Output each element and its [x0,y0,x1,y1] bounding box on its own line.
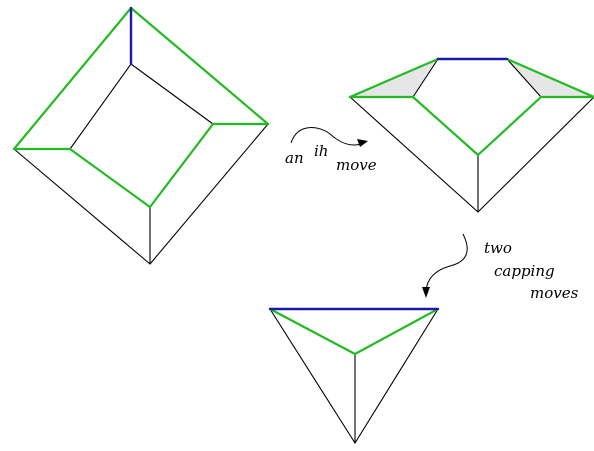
label-capping: capping [494,262,555,280]
edge-black [13,148,151,265]
edge-black [349,96,479,213]
edge-black [412,58,439,98]
figure-square [12,6,270,265]
edge-black [69,63,132,150]
figure-triangle [268,307,440,444]
edge-green [148,122,215,209]
label-move: move [336,156,377,174]
edge-green [348,57,440,99]
edge-green [476,95,543,157]
edge-black [269,308,356,444]
edge-green [411,95,480,157]
arrow-head-icon [422,287,430,298]
figure-pentagon [348,57,594,213]
edge-green [129,6,270,126]
curved-arrow [425,233,468,292]
edge-green [68,147,152,209]
label-two: two [484,239,512,257]
edge-green [505,57,594,99]
edge-black [477,96,594,213]
edge-black [130,63,214,125]
edge-green [268,307,357,356]
label-moves: moves [530,284,579,302]
edge-black [506,58,542,98]
label-ih: ih [314,142,328,160]
arrow-head-icon [357,139,368,147]
edge-black [149,123,269,265]
arrow-ih-move: an ih move [285,127,377,174]
edge-green [353,307,440,356]
edge-black [354,308,439,444]
curved-arrow [290,127,365,146]
arrow-capping-moves: two capping moves [422,233,579,302]
label-an: an [285,149,304,167]
edge-green [12,6,133,151]
